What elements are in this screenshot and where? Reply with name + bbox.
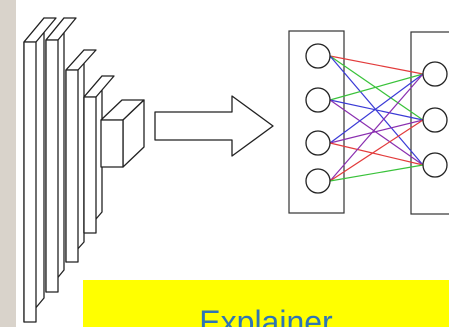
input-node (305, 87, 331, 113)
caption-text: Explainer (199, 304, 333, 327)
input-node (305, 168, 331, 194)
fully-connected-network-icon (288, 30, 449, 215)
input-node (305, 43, 331, 69)
output-node (422, 107, 448, 133)
connection-line (329, 119, 424, 144)
connection-line (329, 99, 424, 121)
connection-line (329, 142, 424, 166)
network-nodes (305, 43, 448, 194)
output-node (422, 61, 448, 87)
output-node (422, 152, 448, 178)
connection-line (329, 55, 424, 121)
connection-line (329, 164, 424, 182)
cnn-layer-stack-icon (23, 17, 145, 323)
conv-layer-3 (65, 49, 97, 263)
connection-line (329, 119, 424, 182)
input-node (305, 130, 331, 156)
conv-layer-4 (83, 75, 115, 234)
connection-lines (329, 55, 424, 182)
caption-banner: Explainer (83, 280, 449, 327)
conv-layer-2 (45, 17, 77, 293)
connection-line (329, 99, 424, 166)
right-arrow-icon (154, 95, 274, 157)
conv-layer-1 (23, 17, 57, 323)
conv-layer-5 (100, 99, 145, 168)
connection-line (329, 73, 424, 144)
connection-line (329, 55, 424, 75)
connection-line (329, 73, 424, 101)
connection-line (329, 73, 424, 182)
